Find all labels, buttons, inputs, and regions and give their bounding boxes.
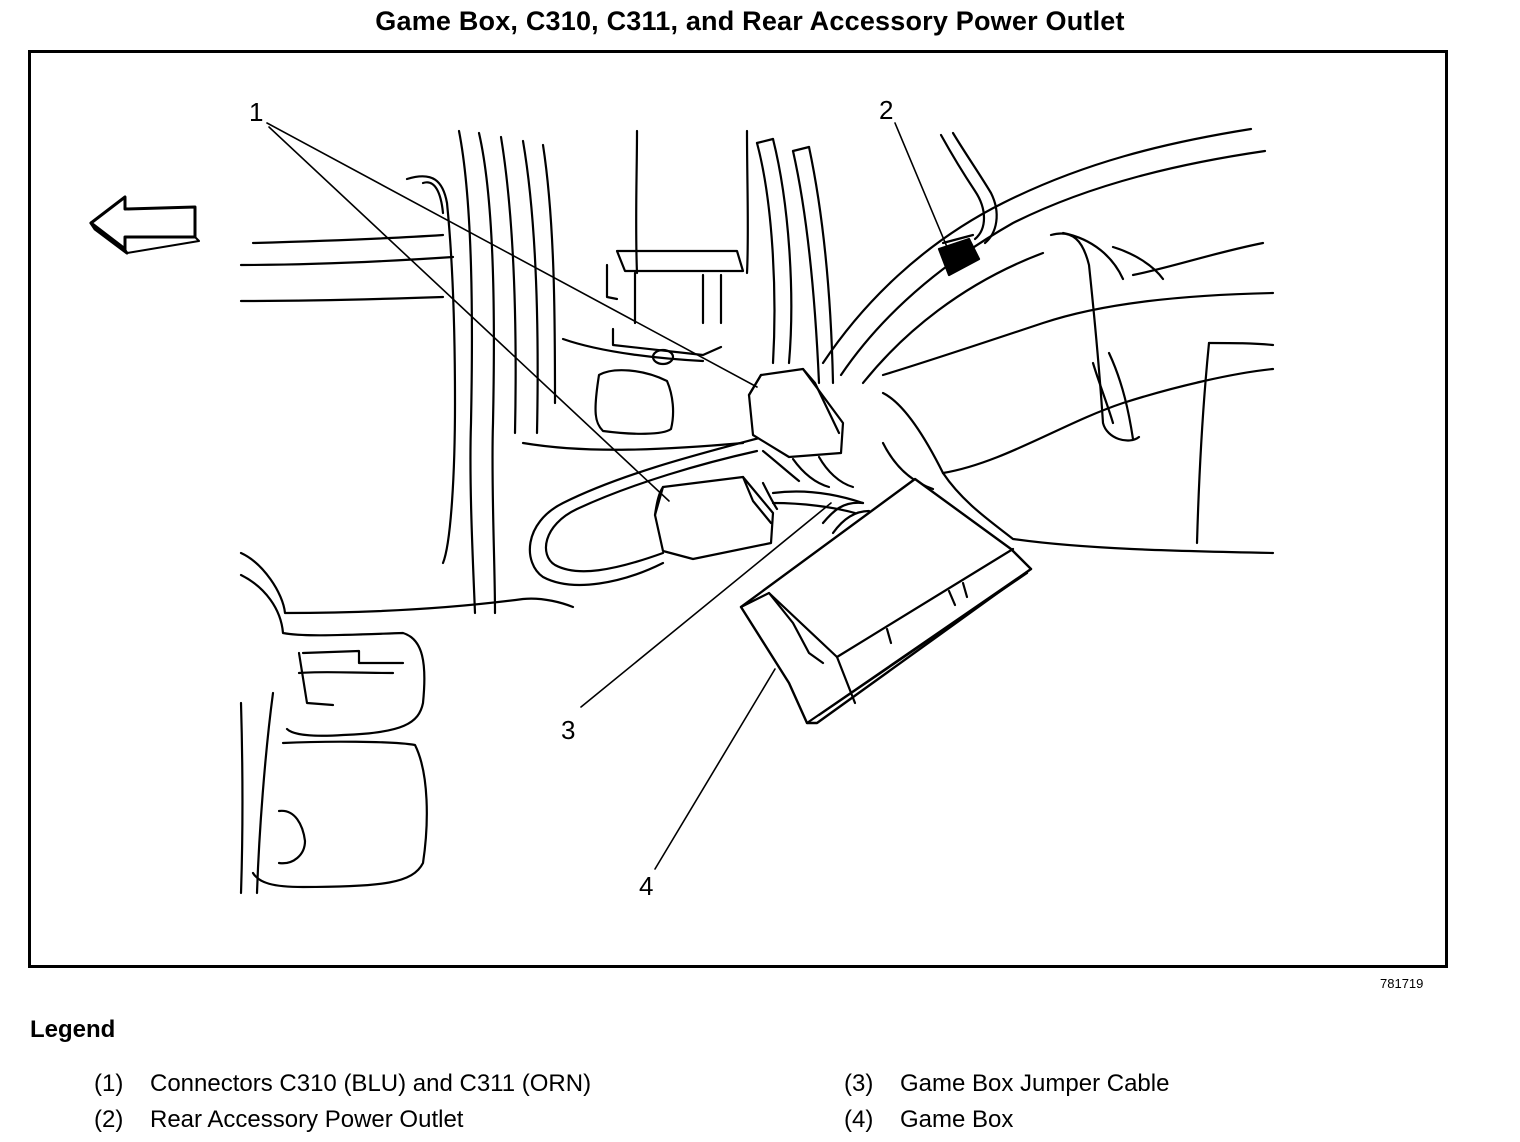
lower-left-panel [239,551,575,895]
callout-3: 3 [561,715,575,745]
callout-4: 4 [639,871,653,901]
jumper-cable [771,490,865,515]
callout-2: 2 [879,95,893,125]
legend-item-number: (3) [844,1070,874,1097]
connector-c311 [653,475,779,561]
connector-c310 [747,367,855,489]
wire-harness [821,127,1267,385]
diagram-frame: 1 2 3 4 [28,50,1448,968]
legend-item-label: Game Box Jumper Cable [900,1070,1170,1097]
leader-lines [266,122,948,870]
legend-item-number: (4) [844,1106,874,1133]
legend-item-label: Connectors C310 (BLU) and C311 (ORN) [150,1070,592,1097]
legend-item-4: (4) Game Box [844,1106,1013,1134]
legend-item-2: (2) Rear Accessory Power Outlet [94,1106,463,1134]
harness-straps [755,137,835,385]
cable-loop [528,435,765,587]
legend-item-label: Game Box [900,1106,1014,1133]
figure-id: 781719 [1380,976,1424,991]
legend-item-number: (2) [94,1106,124,1133]
legend-item-1: (1) Connectors C310 (BLU) and C311 (ORN) [94,1070,591,1098]
diagram-title: Game Box, C310, C311, and Rear Accessory… [375,6,1125,36]
legend-item-number: (1) [94,1070,124,1097]
legend-item-3: (3) Game Box Jumper Cable [844,1070,1169,1098]
bracket [521,129,749,451]
legend-item-label: Rear Accessory Power Outlet [150,1106,464,1133]
line-drawing: 1 2 3 4 [89,95,1275,901]
callout-1: 1 [249,97,263,127]
pillar-trim [239,129,557,615]
power-outlet [937,233,981,277]
game-box [739,477,1033,725]
arrow-left-icon [89,195,200,255]
legend-heading: Legend [30,1016,116,1043]
quarter-trim-panel [881,231,1275,555]
